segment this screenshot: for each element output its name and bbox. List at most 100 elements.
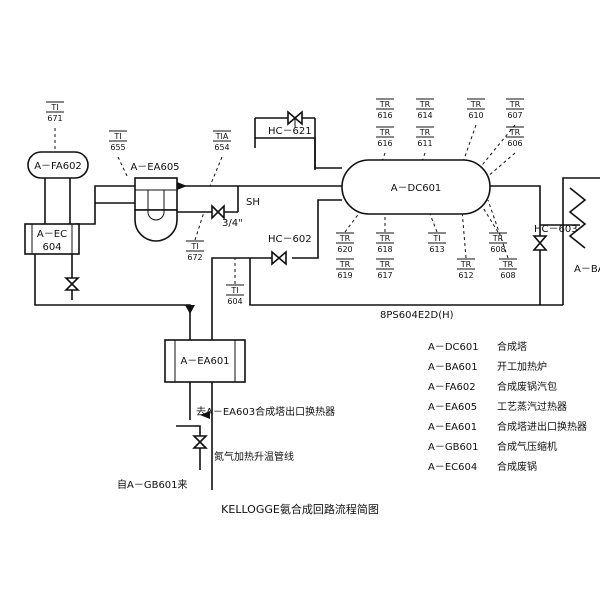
diagram-title: KELLOGGE氨合成回路流程简图 <box>221 502 379 516</box>
instrument-type: TR <box>470 100 482 109</box>
ec604-label-2: 604 <box>42 242 61 253</box>
valve-nitrogen <box>192 435 208 449</box>
instrument-number: 618 <box>377 245 392 254</box>
pipe-dc601-bypass <box>292 199 342 259</box>
instrument-tia654: TIA 654 <box>213 130 231 152</box>
instrument-type: TR <box>379 260 391 269</box>
instrument-tr618: TR 618 <box>376 232 394 254</box>
ea601-label: A－EA601 <box>180 356 229 367</box>
valve-sh: SH 3/4" <box>211 197 260 229</box>
pipe-hc603-right <box>562 177 600 305</box>
ba601-label: A－BA <box>574 264 600 275</box>
instrument-tr612: TR 612 <box>457 258 475 280</box>
legend-code: A－DC601 <box>428 342 479 353</box>
legend-name: 工艺蒸汽过热器 <box>497 400 567 413</box>
instrument-type: TR <box>419 128 431 137</box>
instrument-number: 608 <box>500 271 515 280</box>
instrument-number: 604 <box>227 297 242 306</box>
instrument-tr616b: TR 616 <box>376 126 394 148</box>
instrument-tr617: TR 617 <box>376 258 394 280</box>
to-ea603-label: 去A－EA603合成塔出口换热器 <box>196 405 335 418</box>
instrument-tr619: TR 619 <box>336 258 354 280</box>
arrow-to-ea603 <box>200 411 210 419</box>
hc621-label: HC－621 <box>268 126 312 137</box>
legend-code: A－BA601 <box>428 362 478 373</box>
instrument-ti671: TI 671 <box>46 101 64 123</box>
instrument-tr620: TR 620 <box>336 232 354 254</box>
pipe-top-header <box>255 137 342 169</box>
dc601-label: A－DC601 <box>391 183 442 194</box>
instrument-ti672: TI 672 <box>186 240 204 262</box>
instrument-type: TR <box>509 100 521 109</box>
instrument-number: 672 <box>187 253 202 262</box>
instrument-number: 616 <box>377 139 392 148</box>
instrument-number: 671 <box>47 114 62 123</box>
from-gb601-label: 自A－GB601来 <box>117 478 188 491</box>
instrument-type: TR <box>379 234 391 243</box>
instrument-type: TR <box>419 100 431 109</box>
pipe-nitrogen <box>176 425 201 470</box>
instrument-tr607: TR 607 <box>506 98 524 120</box>
instrument-number: 612 <box>458 271 473 280</box>
hc602-label: HC－602 <box>268 234 312 245</box>
ea605-label: A－EA605 <box>130 162 179 173</box>
legend-code: A－GB601 <box>428 442 479 453</box>
legend-name: 合成塔进出口换热器 <box>497 420 587 433</box>
instrument-number: 607 <box>507 111 522 120</box>
instrument-type: TR <box>379 100 391 109</box>
valve-hc602: HC－602 <box>268 234 312 266</box>
instrument-tr608b: TR 608 <box>499 258 517 280</box>
instrument-tags: TI671TI655TIA654TI672TI604TR616TR614TR61… <box>46 98 524 306</box>
nitrogen-line-label: 氮气加热升温管线 <box>214 450 294 463</box>
equipment-ea601: A－EA601 <box>164 339 246 383</box>
valve-ec604-drain <box>64 277 80 291</box>
legend-code: A－EA605 <box>428 402 477 413</box>
legend-name: 开工加热炉 <box>497 360 547 373</box>
instrument-number: 616 <box>377 111 392 120</box>
instrument-number: 654 <box>214 143 229 152</box>
valve-hc621: HC－621 <box>268 110 312 137</box>
instrument-type: TI <box>190 242 198 251</box>
instrument-type: TR <box>379 128 391 137</box>
instrument-number: 606 <box>507 139 522 148</box>
instrument-type: TR <box>460 260 472 269</box>
legend-row: A－DC601 合成塔 <box>428 340 527 353</box>
instrument-type: TR <box>502 260 514 269</box>
instrument-number: 617 <box>377 271 392 280</box>
instrument-number: 620 <box>337 245 352 254</box>
three-quarter-label: 3/4" <box>222 218 243 229</box>
pipe-ec604-to-ea601 <box>34 254 191 340</box>
pipe-hc602-to-ea601 <box>211 257 272 340</box>
pipe-ea605-ec604 <box>75 185 135 225</box>
equipment-ec604: A－EC 604 <box>24 223 80 255</box>
legend-name: 合成塔 <box>497 340 527 353</box>
legend-name: 合成气压缩机 <box>497 440 557 453</box>
pipe-bottom-loop <box>249 258 563 306</box>
legend-row: A－GB601 合成气压缩机 <box>428 440 557 453</box>
instrument-type: TR <box>339 260 351 269</box>
ec604-label-1: A－EC <box>37 229 67 240</box>
instrument-type: TI <box>50 103 58 112</box>
instrument-type: TIA <box>215 132 229 141</box>
sh-label: SH <box>246 197 260 208</box>
pipe-hc603-loop <box>490 185 541 305</box>
instrument-type: TR <box>339 234 351 243</box>
fa602-label: A－FA602 <box>34 161 82 172</box>
legend-row: A－EA605 工艺蒸汽过热器 <box>428 400 567 413</box>
legend-row: A－BA601 开工加热炉 <box>428 360 547 373</box>
instrument-number: 655 <box>110 143 125 152</box>
legend-code: A－EC604 <box>428 462 477 473</box>
instrument-number: 619 <box>337 271 352 280</box>
instrument-tr616a: TR 616 <box>376 98 394 120</box>
instrument-number: 608 <box>490 245 505 254</box>
arrow-to-ea601 <box>185 305 195 314</box>
